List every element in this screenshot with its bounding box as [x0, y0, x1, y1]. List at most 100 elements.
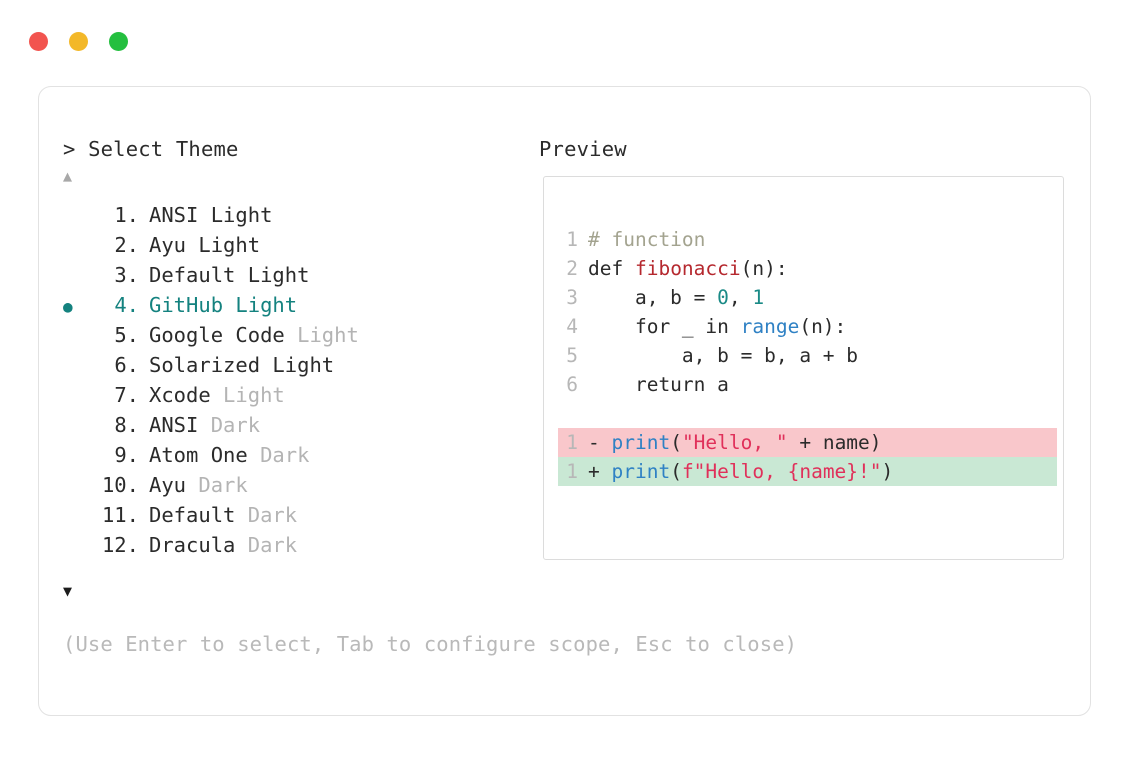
- code-text: + print(f"Hello, {name}!"): [578, 457, 893, 486]
- code-token-plain: + name): [787, 431, 882, 454]
- theme-item-name: Google Code: [149, 323, 285, 347]
- line-number: 1: [566, 431, 578, 454]
- theme-item-name: Dracula: [149, 533, 236, 557]
- code-text: return a: [578, 370, 729, 399]
- theme-item-variant: Light: [284, 323, 359, 347]
- theme-item-number: 8.: [114, 413, 139, 437]
- theme-item-variant: Dark: [198, 413, 261, 437]
- theme-item-number: 4.: [114, 293, 139, 317]
- code-token-plain: a, b = b, a + b: [588, 344, 859, 367]
- theme-item-number: 2.: [114, 233, 139, 257]
- theme-item-name: Ayu: [149, 473, 187, 497]
- theme-item-number: 3.: [114, 263, 139, 287]
- code-token-builtin: print: [611, 460, 671, 483]
- theme-list-item[interactable]: 2. Ayu Light: [63, 230, 533, 260]
- code-line: 5 a, b = b, a + b: [558, 341, 1057, 370]
- code-token-plain: for _ in: [588, 315, 741, 338]
- code-token-plain: return a: [588, 373, 729, 396]
- code-line-removed: 1- print("Hello, " + name): [558, 428, 1057, 457]
- theme-item-name: ANSI: [149, 413, 199, 437]
- theme-item-variant: Dark: [186, 473, 248, 497]
- code-line: 4 for _ in range(n):: [558, 312, 1057, 341]
- theme-item-name: ANSI Light: [149, 203, 273, 227]
- theme-item-name: Default: [149, 503, 236, 527]
- maximize-dot-icon[interactable]: [109, 32, 128, 51]
- line-number: 3: [566, 286, 578, 309]
- theme-list-item[interactable]: 7.Xcode Light: [63, 380, 533, 410]
- scroll-up-icon[interactable]: ▲: [63, 167, 73, 185]
- scroll-down-icon[interactable]: ▼: [63, 582, 73, 600]
- theme-item-name: Solarized Light: [149, 353, 335, 377]
- code-line: 3 a, b = 0, 1: [558, 283, 1057, 312]
- close-dot-icon[interactable]: [29, 32, 48, 51]
- code-token-keyword: def: [588, 257, 635, 280]
- code-token-comment: # function: [588, 228, 706, 251]
- code-text: - print("Hello, " + name): [578, 428, 882, 457]
- theme-item-number: 6.: [114, 353, 139, 377]
- code-token-plain: (n):: [740, 257, 788, 280]
- code-token-plain: (: [670, 431, 682, 454]
- theme-item-number: 5.: [114, 323, 139, 347]
- theme-item-variant: Dark: [247, 443, 310, 467]
- theme-list-item[interactable]: 3.Default Light: [63, 260, 533, 290]
- line-number: 6: [566, 373, 578, 396]
- preview-title: Preview: [539, 137, 627, 161]
- theme-item-variant: Dark: [235, 503, 298, 527]
- code-token-builtin: range: [740, 315, 800, 338]
- code-text: a, b = 0, 1: [578, 283, 764, 312]
- theme-list-item[interactable]: 10. Ayu Dark: [63, 470, 533, 500]
- code-token-plain: a, b =: [588, 286, 718, 309]
- code-text: for _ in range(n):: [578, 312, 846, 341]
- theme-picker-card: > Select Theme Preview ▲ 1. ANSI Light 2. A…: [38, 86, 1091, 716]
- theme-item-variant: Dark: [235, 533, 298, 557]
- code-token-string: f"Hello, {name}!": [681, 460, 882, 483]
- theme-list-item[interactable]: 6. Solarized Light: [63, 350, 533, 380]
- code-token-plain: ,: [728, 286, 753, 309]
- theme-item-name: Ayu Light: [149, 233, 261, 257]
- code-text: a, b = b, a + b: [578, 341, 858, 370]
- theme-item-number: 9.: [114, 443, 139, 467]
- code-token-plain: (: [670, 460, 682, 483]
- theme-item-name: Xcode: [149, 383, 211, 407]
- code-token-plain: +: [588, 460, 612, 483]
- keyboard-hint: (Use Enter to select, Tab to configure s…: [63, 632, 798, 656]
- theme-list-item[interactable]: 8. ANSI Dark: [63, 410, 533, 440]
- code-text: def fibonacci(n):: [578, 254, 788, 283]
- theme-item-number: 1.: [114, 203, 139, 227]
- theme-list-item[interactable]: 11. Default Dark: [63, 500, 533, 530]
- theme-item-number: 12.: [101, 533, 139, 557]
- theme-item-number: 7.: [114, 383, 139, 407]
- code-token-plain: -: [588, 431, 612, 454]
- line-number: 1: [566, 460, 578, 483]
- window-controls: [29, 32, 128, 51]
- code-line-added: 1+ print(f"Hello, {name}!"): [558, 457, 1057, 486]
- theme-list-item[interactable]: 1. ANSI Light: [63, 200, 533, 230]
- code-token-number: 0: [717, 286, 729, 309]
- code-line: 6 return a: [558, 370, 1057, 399]
- code-token-number: 1: [752, 286, 765, 309]
- code-token-plain: (n):: [799, 315, 847, 338]
- minimize-dot-icon[interactable]: [69, 32, 88, 51]
- code-token-string: "Hello, ": [681, 431, 788, 454]
- code-text: # function: [578, 225, 705, 254]
- page-title: > Select Theme: [63, 137, 239, 161]
- code-line: 1 # function: [558, 225, 1057, 254]
- code-token-func: fibonacci: [634, 257, 741, 280]
- theme-list-item[interactable]: 12. Dracula Dark: [63, 530, 533, 560]
- theme-item-name: Atom One: [149, 443, 248, 467]
- line-number: 5: [566, 344, 578, 367]
- theme-list-item[interactable]: 9. Atom One Dark: [63, 440, 533, 470]
- line-number: 2: [566, 257, 578, 280]
- code-token-plain: ): [881, 460, 894, 483]
- theme-item-number: 10.: [101, 473, 139, 497]
- line-number: 1: [566, 228, 578, 251]
- theme-list-item[interactable]: ●4.GitHub Light: [63, 290, 533, 320]
- selected-bullet-icon: ●: [63, 297, 73, 316]
- code-token-plain: [588, 402, 600, 425]
- theme-item-number: 11.: [101, 503, 139, 527]
- theme-list-item[interactable]: 5. Google Code Light: [63, 320, 533, 350]
